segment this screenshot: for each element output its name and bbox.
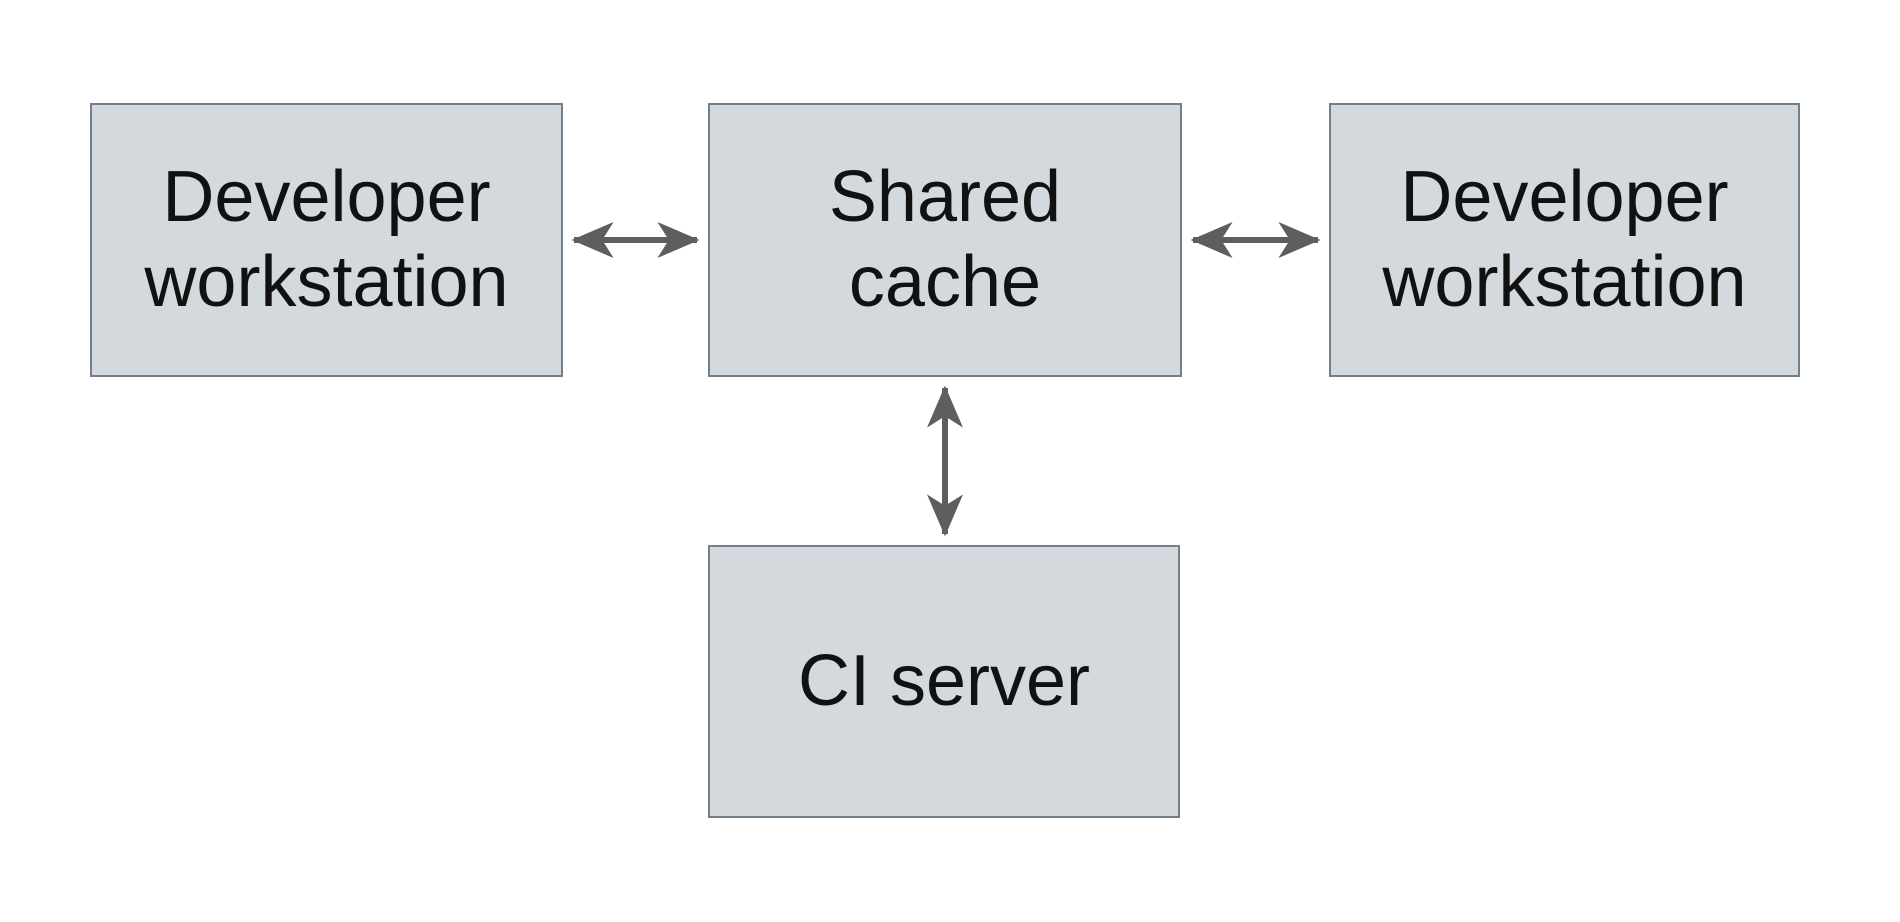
node-label-line: workstation [1382, 242, 1747, 322]
node-label-line: Developer [162, 157, 491, 237]
node-developer-workstation-right: Developer workstation [1329, 103, 1800, 377]
node-label-line: CI server [797, 641, 1091, 721]
node-label-line: Developer [1400, 157, 1729, 237]
node-ci-server: CI server [708, 545, 1180, 818]
node-shared-cache: Shared cache [708, 103, 1182, 377]
node-label-line: Shared [828, 157, 1062, 237]
node-developer-workstation-left: Developer workstation [90, 103, 563, 377]
node-label-line: cache [848, 242, 1042, 322]
node-label-line: workstation [144, 242, 509, 322]
